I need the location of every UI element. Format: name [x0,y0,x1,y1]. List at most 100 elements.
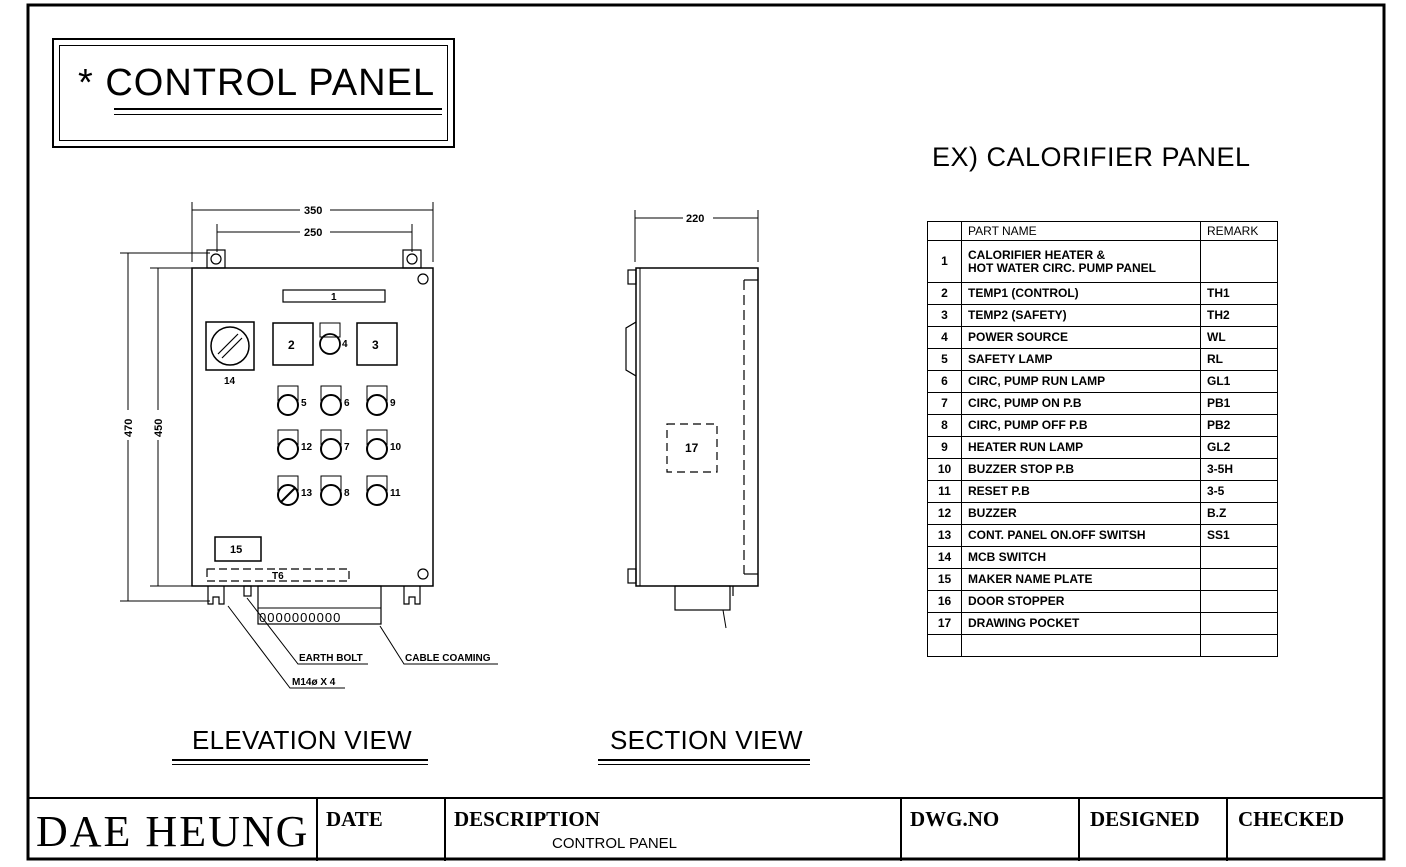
callout-3: 3 [372,338,379,352]
row-remark: SS1 [1200,524,1278,547]
row-name: TEMP1 (CONTROL) [961,282,1201,305]
row-name-line1: CALORIFIER HEATER & [968,247,1106,262]
company-name: DAE HEUNG [36,807,310,856]
designed-label: DESIGNED [1090,807,1200,831]
title-block-footer: DAE HEUNG DATE DESCRIPTION CONTROL PANEL… [28,797,1384,861]
dwg-no-cell: DWG.NO [900,799,1078,861]
row-remark: PB2 [1200,414,1278,437]
checked-label: CHECKED [1238,807,1345,831]
row-remark [1200,240,1278,283]
power-lamp [319,333,341,355]
callout-9: 9 [390,398,396,409]
callout-1: 1 [331,292,337,303]
row-name: CALORIFIER HEATER &HOT WATER CIRC. PUMP … [961,240,1201,283]
callout-13: 13 [301,488,313,499]
lamp-button: 10 [366,429,402,460]
table-header-row: PART NAME REMARK [927,221,1278,241]
label-earth-bolt: EARTH BOLT [299,653,363,664]
callout-14: 14 [224,376,236,387]
dim-width-outer: 350 [304,205,322,217]
lamp-button: 8 [320,475,350,506]
dim-height-inner: 450 [153,419,165,437]
elevation-view-label: ELEVATION VIEW [192,725,412,755]
mounting-tab [403,586,421,605]
dim-height-outer: 470 [123,419,135,437]
callout-15: 15 [230,544,242,556]
temp-controller [356,322,398,366]
row-name: CIRC, PUMP RUN LAMP [961,370,1201,393]
maker-plate [214,536,262,562]
lamp-button: 12 [277,429,313,460]
callout-2: 2 [288,338,295,352]
header-remark: REMARK [1200,221,1278,241]
lamp-button: 5 [277,385,307,416]
callout-11: 11 [390,488,401,499]
door-stopper [417,273,429,285]
callout-10: 10 [390,442,402,453]
example-title: EX) CALORIFIER PANEL [932,142,1251,172]
cable-coaming [257,585,382,625]
label-cable-coaming: CABLE COAMING [405,653,491,664]
lamp-button: 13 [277,475,313,506]
title-box: * CONTROL PANEL [52,38,455,148]
row-name: BUZZER STOP P.B [961,458,1201,481]
lamp-button: 7 [320,429,350,460]
dwg-no-label: DWG.NO [910,807,1000,831]
callout-5: 5 [301,398,307,409]
earth-bolt [243,585,252,597]
callout-17: 17 [685,441,699,455]
mounting-tab [402,249,422,269]
callout-12: 12 [301,442,313,453]
description-label: DESCRIPTION [454,807,600,831]
row-no: 13 [927,524,962,547]
checked-cell: CHECKED [1226,799,1384,861]
lamp-grid: 5 6 9 12 7 10 13 8 11 [277,385,402,506]
name-plate [282,289,386,303]
row-name-line2: HOT WATER CIRC. PUMP PANEL [968,260,1157,275]
mcb-switch [205,321,255,371]
row-no: 1 [927,240,962,283]
row-remark: TH1 [1200,282,1278,305]
callout-6: 6 [344,398,350,409]
parts-table: PART NAME REMARK 1 CALORIFIER HEATER &HO… [927,221,1278,657]
date-cell: DATE [316,799,444,861]
row-no: 15 [927,568,962,591]
mounting-tab [207,586,225,605]
dim-width-inner: 250 [304,227,322,239]
description-cell: DESCRIPTION CONTROL PANEL [444,799,900,861]
label-mounting: M14ø X 4 [292,677,336,688]
terminal-block [206,568,350,582]
temp-controller [272,322,314,366]
callout-8: 8 [344,488,350,499]
row-name: POWER SOURCE [961,326,1201,349]
page-title: * CONTROL PANEL [78,62,436,104]
date-label: DATE [326,807,383,831]
row-remark [1200,634,1278,657]
section-body [635,267,759,587]
mounting-tab [206,249,226,269]
terminal-strip: 0000000000 [259,610,341,625]
lamp-button: 11 [366,475,401,506]
door-stopper [417,568,429,580]
callout-7: 7 [344,442,350,453]
designed-cell: DESIGNED [1078,799,1226,861]
dim-depth: 220 [686,213,704,225]
row-name: DRAWING POCKET [961,612,1201,635]
callout-16: T6 [272,571,284,582]
lamp-button: 9 [366,385,396,416]
